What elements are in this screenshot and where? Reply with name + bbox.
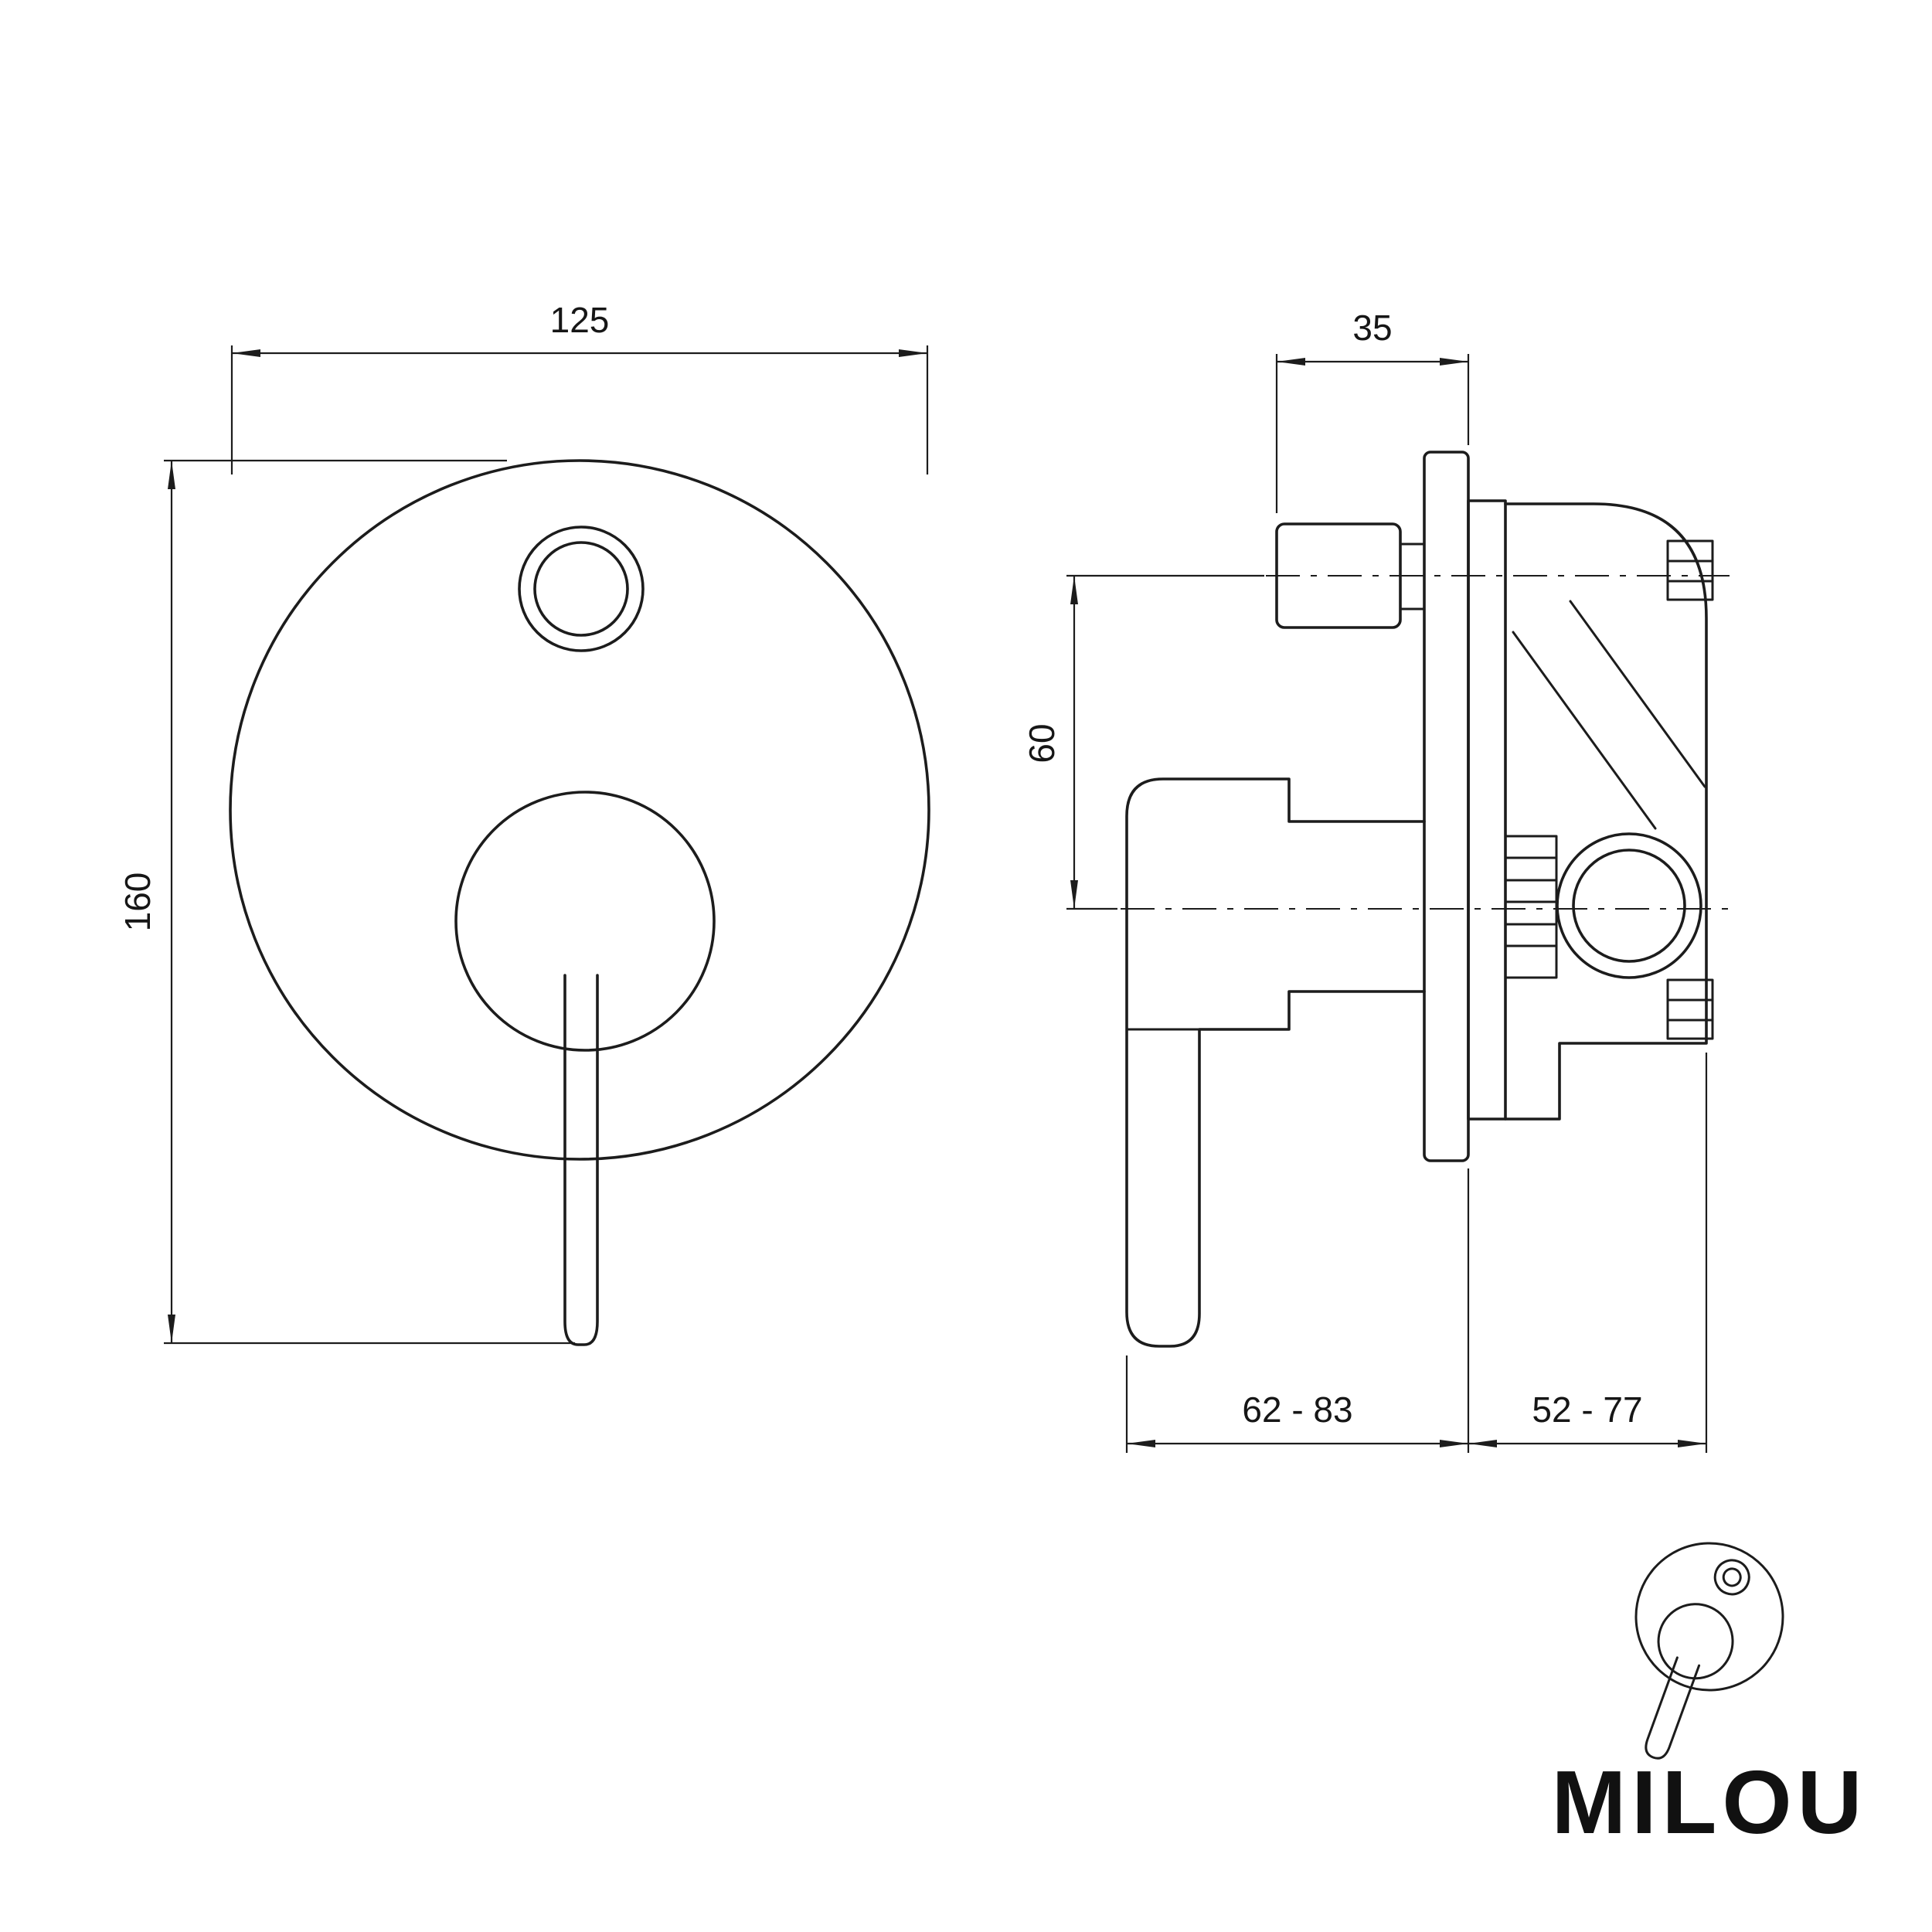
outlet-port-outer [1556,832,1702,979]
handle-base-circle [454,791,716,1052]
cartridge-section [1504,835,1558,979]
diverter-button-outer-circle [518,526,645,652]
plate-circle [229,459,930,1161]
logo-button-inner [1722,1567,1742,1587]
logo-lever [1645,1656,1701,1760]
outlet-port-inner [1572,849,1686,963]
dim-width-125: 125 [230,300,929,474]
handle-lever-front [563,974,599,1346]
body-cast-edge [1569,600,1706,788]
side-view: 35 60 62 - 83 52 - 77 [1022,308,1733,1453]
logo-handle-circle [1657,1603,1734,1680]
front-view [229,459,930,1346]
body-flange [1467,499,1507,1121]
dim-height-160: 160 [117,459,575,1345]
wall-plate-side [1423,451,1470,1162]
mixer-front-view-icon [1634,1542,1784,1760]
plug-top [1666,539,1714,601]
dim-axis-spacing-60: 60 [1022,574,1264,910]
dim-label-height: 160 [117,872,158,932]
valve-body [1467,499,1714,1121]
dim-range-back: 52 - 77 [1468,1053,1708,1453]
body-outline [1504,502,1708,1121]
plug-body [1666,978,1714,1040]
dim-label-button-depth: 35 [1352,308,1392,348]
diverter-button-inner-circle [533,541,629,637]
body-cast-edge [1512,631,1657,830]
dim-label-range-back: 52 - 77 [1532,1389,1642,1430]
dim-range-front: 62 - 83 [1125,1168,1470,1453]
logo-plate-circle [1634,1542,1784,1692]
diverter-button-neck [1399,543,1426,611]
brand-name: MILOU [1552,1752,1868,1852]
plug-bottom [1666,978,1714,1040]
dim-label-width: 125 [550,300,610,340]
plug-body [1666,539,1714,601]
dim-button-depth-35: 35 [1275,308,1470,513]
logo-button-outer [1713,1559,1750,1596]
brand-logo: MILOU [1552,1542,1868,1852]
dim-label-range-front: 62 - 83 [1242,1389,1352,1430]
dim-label-axis-spacing: 60 [1022,723,1062,763]
handle-side [1125,777,1426,1348]
